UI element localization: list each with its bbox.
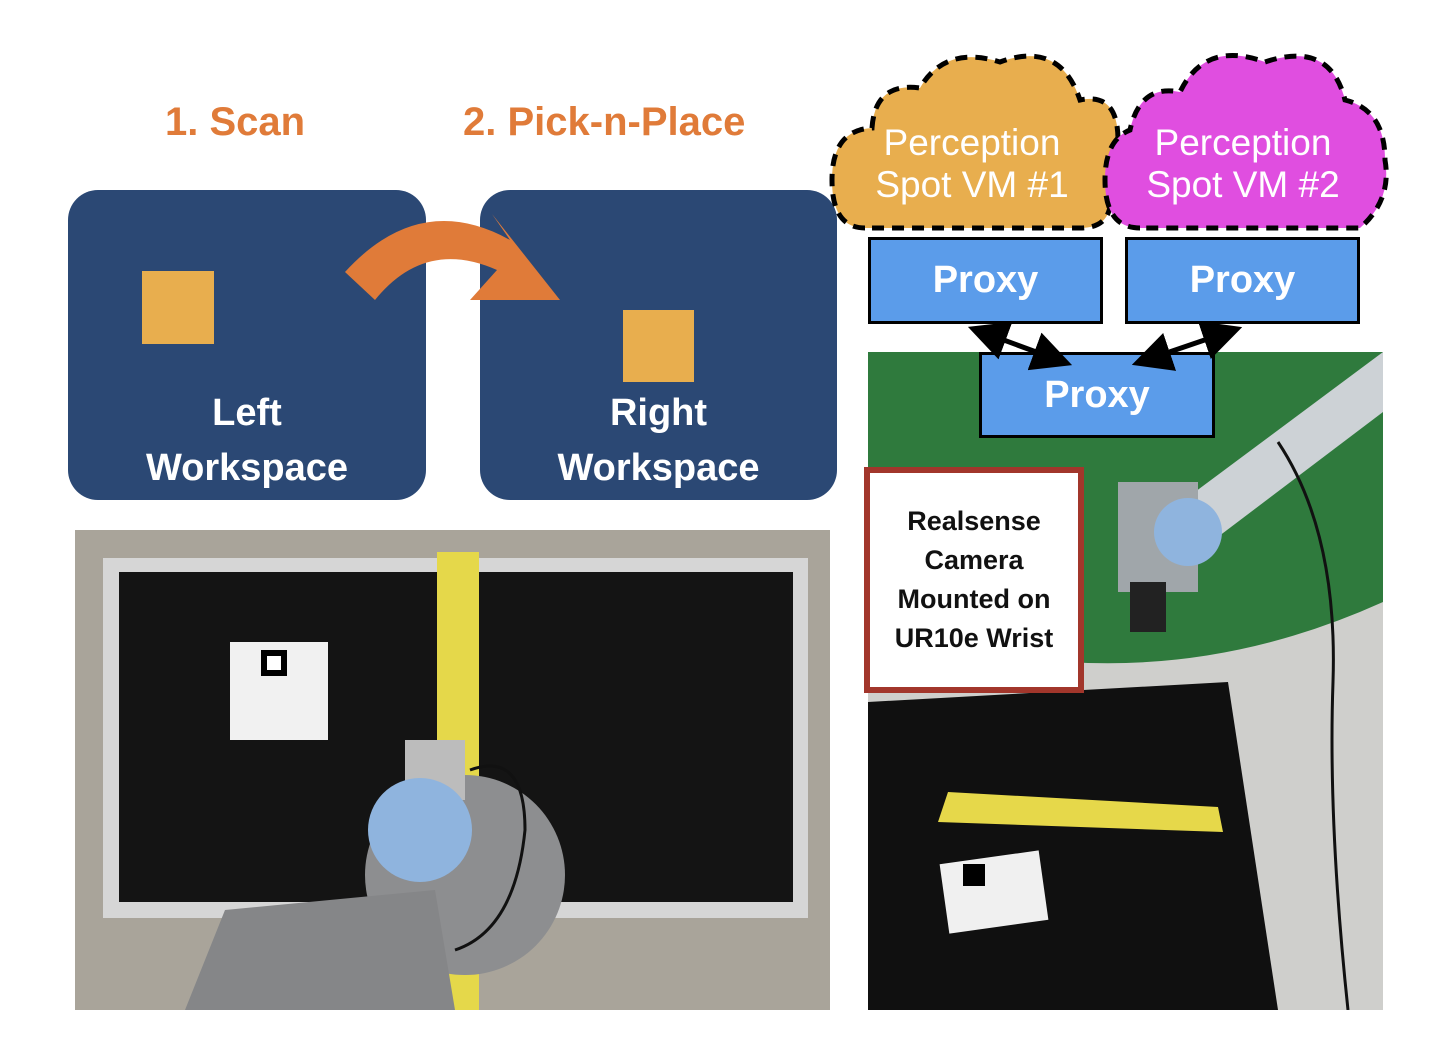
callout-line1: Realsense — [907, 506, 1041, 536]
left-workspace-line2: Workspace — [145, 447, 349, 489]
callout-line3: Mounted on — [897, 584, 1051, 614]
cloud-2-line2: Spot VM #2 — [1146, 164, 1340, 205]
cloud-1-line2: Spot VM #1 — [875, 164, 1069, 205]
proxy-left: Proxy — [868, 237, 1103, 324]
right-workspace-label: Right Workspace — [480, 386, 837, 496]
callout-line4: UR10e Wrist — [894, 623, 1054, 653]
proxy-right: Proxy — [1125, 237, 1360, 324]
cloud-2-line1: Perception — [1154, 122, 1332, 163]
cloud-2-label: Perception Spot VM #2 — [1123, 122, 1363, 206]
left-workspace-label: Left Workspace — [68, 386, 426, 496]
proxy-center: Proxy — [979, 352, 1215, 438]
cloud-1-line1: Perception — [883, 122, 1061, 163]
right-workspace-line2: Workspace — [557, 447, 760, 489]
right-object — [623, 310, 694, 382]
right-workspace: Right Workspace — [480, 190, 837, 500]
left-object — [142, 271, 214, 344]
step-pick-title: 2. Pick-n-Place — [463, 100, 746, 144]
right-workspace-line1: Right — [609, 392, 708, 434]
step-scan-title: 1. Scan — [165, 100, 306, 144]
camera-callout: Realsense Camera Mounted on UR10e Wrist — [864, 467, 1084, 693]
cloud-1-label: Perception Spot VM #1 — [852, 122, 1092, 206]
overhead-photo — [75, 530, 830, 1010]
left-workspace-line1: Left — [212, 392, 282, 434]
callout-line2: Camera — [924, 545, 1024, 575]
left-workspace: Left Workspace — [68, 190, 426, 500]
